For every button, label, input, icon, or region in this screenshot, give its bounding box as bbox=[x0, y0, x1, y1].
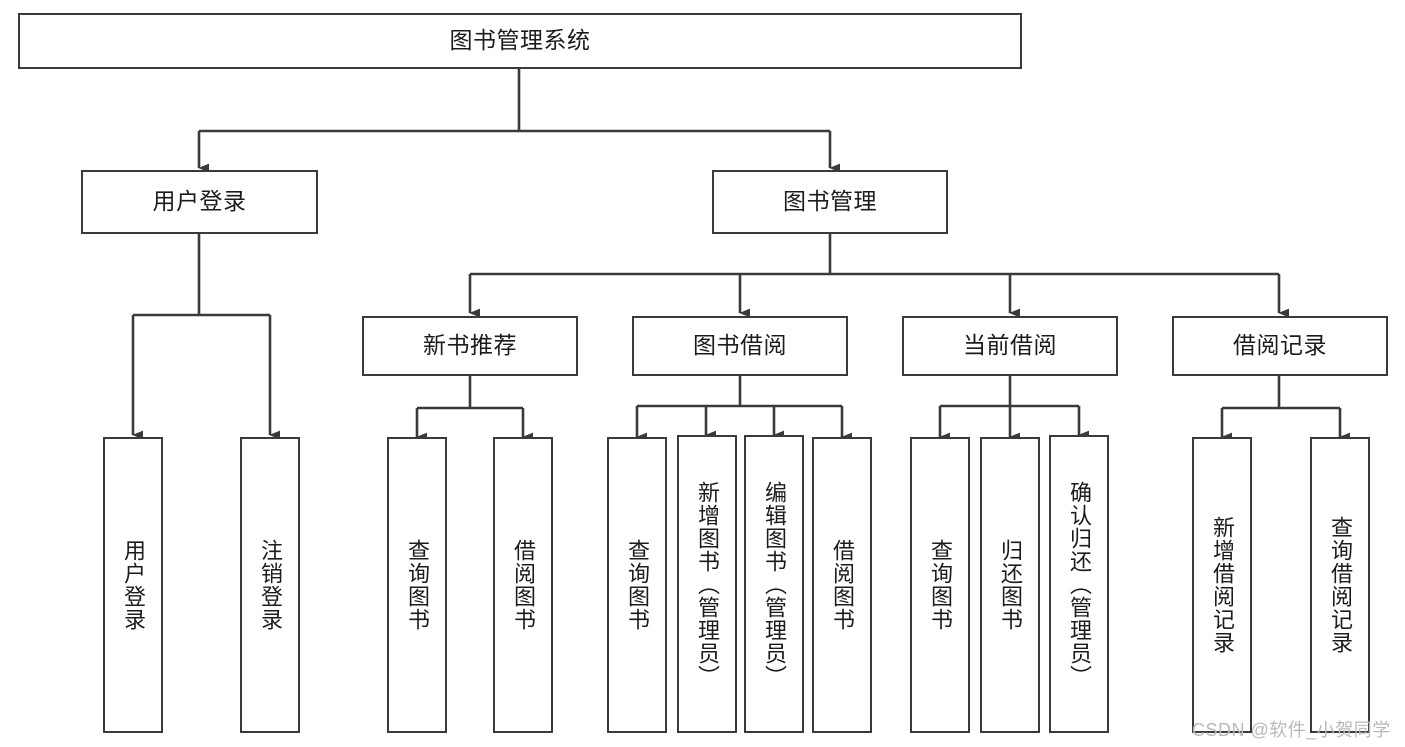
leaf-query-borrow-record[interactable]: 查询借阅记录 bbox=[1310, 437, 1370, 733]
node-user-login[interactable]: 用户登录 bbox=[81, 170, 318, 234]
node-label: 当前借阅 bbox=[963, 332, 1057, 359]
node-label: 查询图书 bbox=[624, 539, 650, 631]
node-label: 查询图书 bbox=[927, 539, 953, 631]
node-book-borrow[interactable]: 图书借阅 bbox=[632, 316, 848, 376]
node-label: 图书借阅 bbox=[693, 332, 787, 359]
leaf-return-book[interactable]: 归还图书 bbox=[980, 437, 1040, 733]
node-label: 借阅记录 bbox=[1233, 332, 1327, 359]
leaf-edit-book[interactable]: 编辑图书（管理员） bbox=[744, 435, 804, 733]
leaf-user-login[interactable]: 用户登录 bbox=[103, 437, 163, 733]
node-borrow-record[interactable]: 借阅记录 bbox=[1172, 316, 1388, 376]
node-current-borrow[interactable]: 当前借阅 bbox=[902, 316, 1118, 376]
node-label: 新增借阅记录 bbox=[1209, 516, 1235, 654]
leaf-query-book-borrow[interactable]: 查询图书 bbox=[607, 437, 667, 733]
node-label: 确认归还（管理员） bbox=[1066, 480, 1092, 688]
csdn-watermark: CSDN @软件_小贺同学 bbox=[1192, 720, 1391, 740]
node-label: 注销登录 bbox=[257, 539, 283, 631]
node-label: 借阅图书 bbox=[510, 539, 536, 631]
node-label: 新增图书（管理员） bbox=[694, 480, 720, 688]
leaf-confirm-return[interactable]: 确认归还（管理员） bbox=[1049, 435, 1109, 733]
node-label: 用户登录 bbox=[152, 188, 247, 215]
node-label: 图书管理系统 bbox=[449, 27, 591, 54]
leaf-borrow-book-recommend[interactable]: 借阅图书 bbox=[493, 437, 553, 733]
node-label: 借阅图书 bbox=[829, 539, 855, 631]
leaf-borrow-book[interactable]: 借阅图书 bbox=[812, 437, 872, 733]
leaf-query-book-current[interactable]: 查询图书 bbox=[910, 437, 970, 733]
node-new-book-recommend[interactable]: 新书推荐 bbox=[362, 316, 578, 376]
node-root-system[interactable]: 图书管理系统 bbox=[18, 13, 1022, 69]
leaf-logout[interactable]: 注销登录 bbox=[240, 437, 300, 733]
node-label: 查询借阅记录 bbox=[1327, 516, 1353, 654]
node-label: 用户登录 bbox=[120, 539, 146, 631]
leaf-add-borrow-record[interactable]: 新增借阅记录 bbox=[1192, 437, 1252, 733]
leaf-query-book-recommend[interactable]: 查询图书 bbox=[387, 437, 447, 733]
node-label: 图书管理 bbox=[783, 188, 877, 215]
node-label: 新书推荐 bbox=[423, 332, 517, 359]
node-label: 查询图书 bbox=[404, 539, 430, 631]
leaf-add-book[interactable]: 新增图书（管理员） bbox=[677, 435, 737, 733]
node-book-manage[interactable]: 图书管理 bbox=[712, 170, 948, 234]
node-label: 编辑图书（管理员） bbox=[761, 480, 787, 688]
node-label: 归还图书 bbox=[997, 539, 1023, 631]
